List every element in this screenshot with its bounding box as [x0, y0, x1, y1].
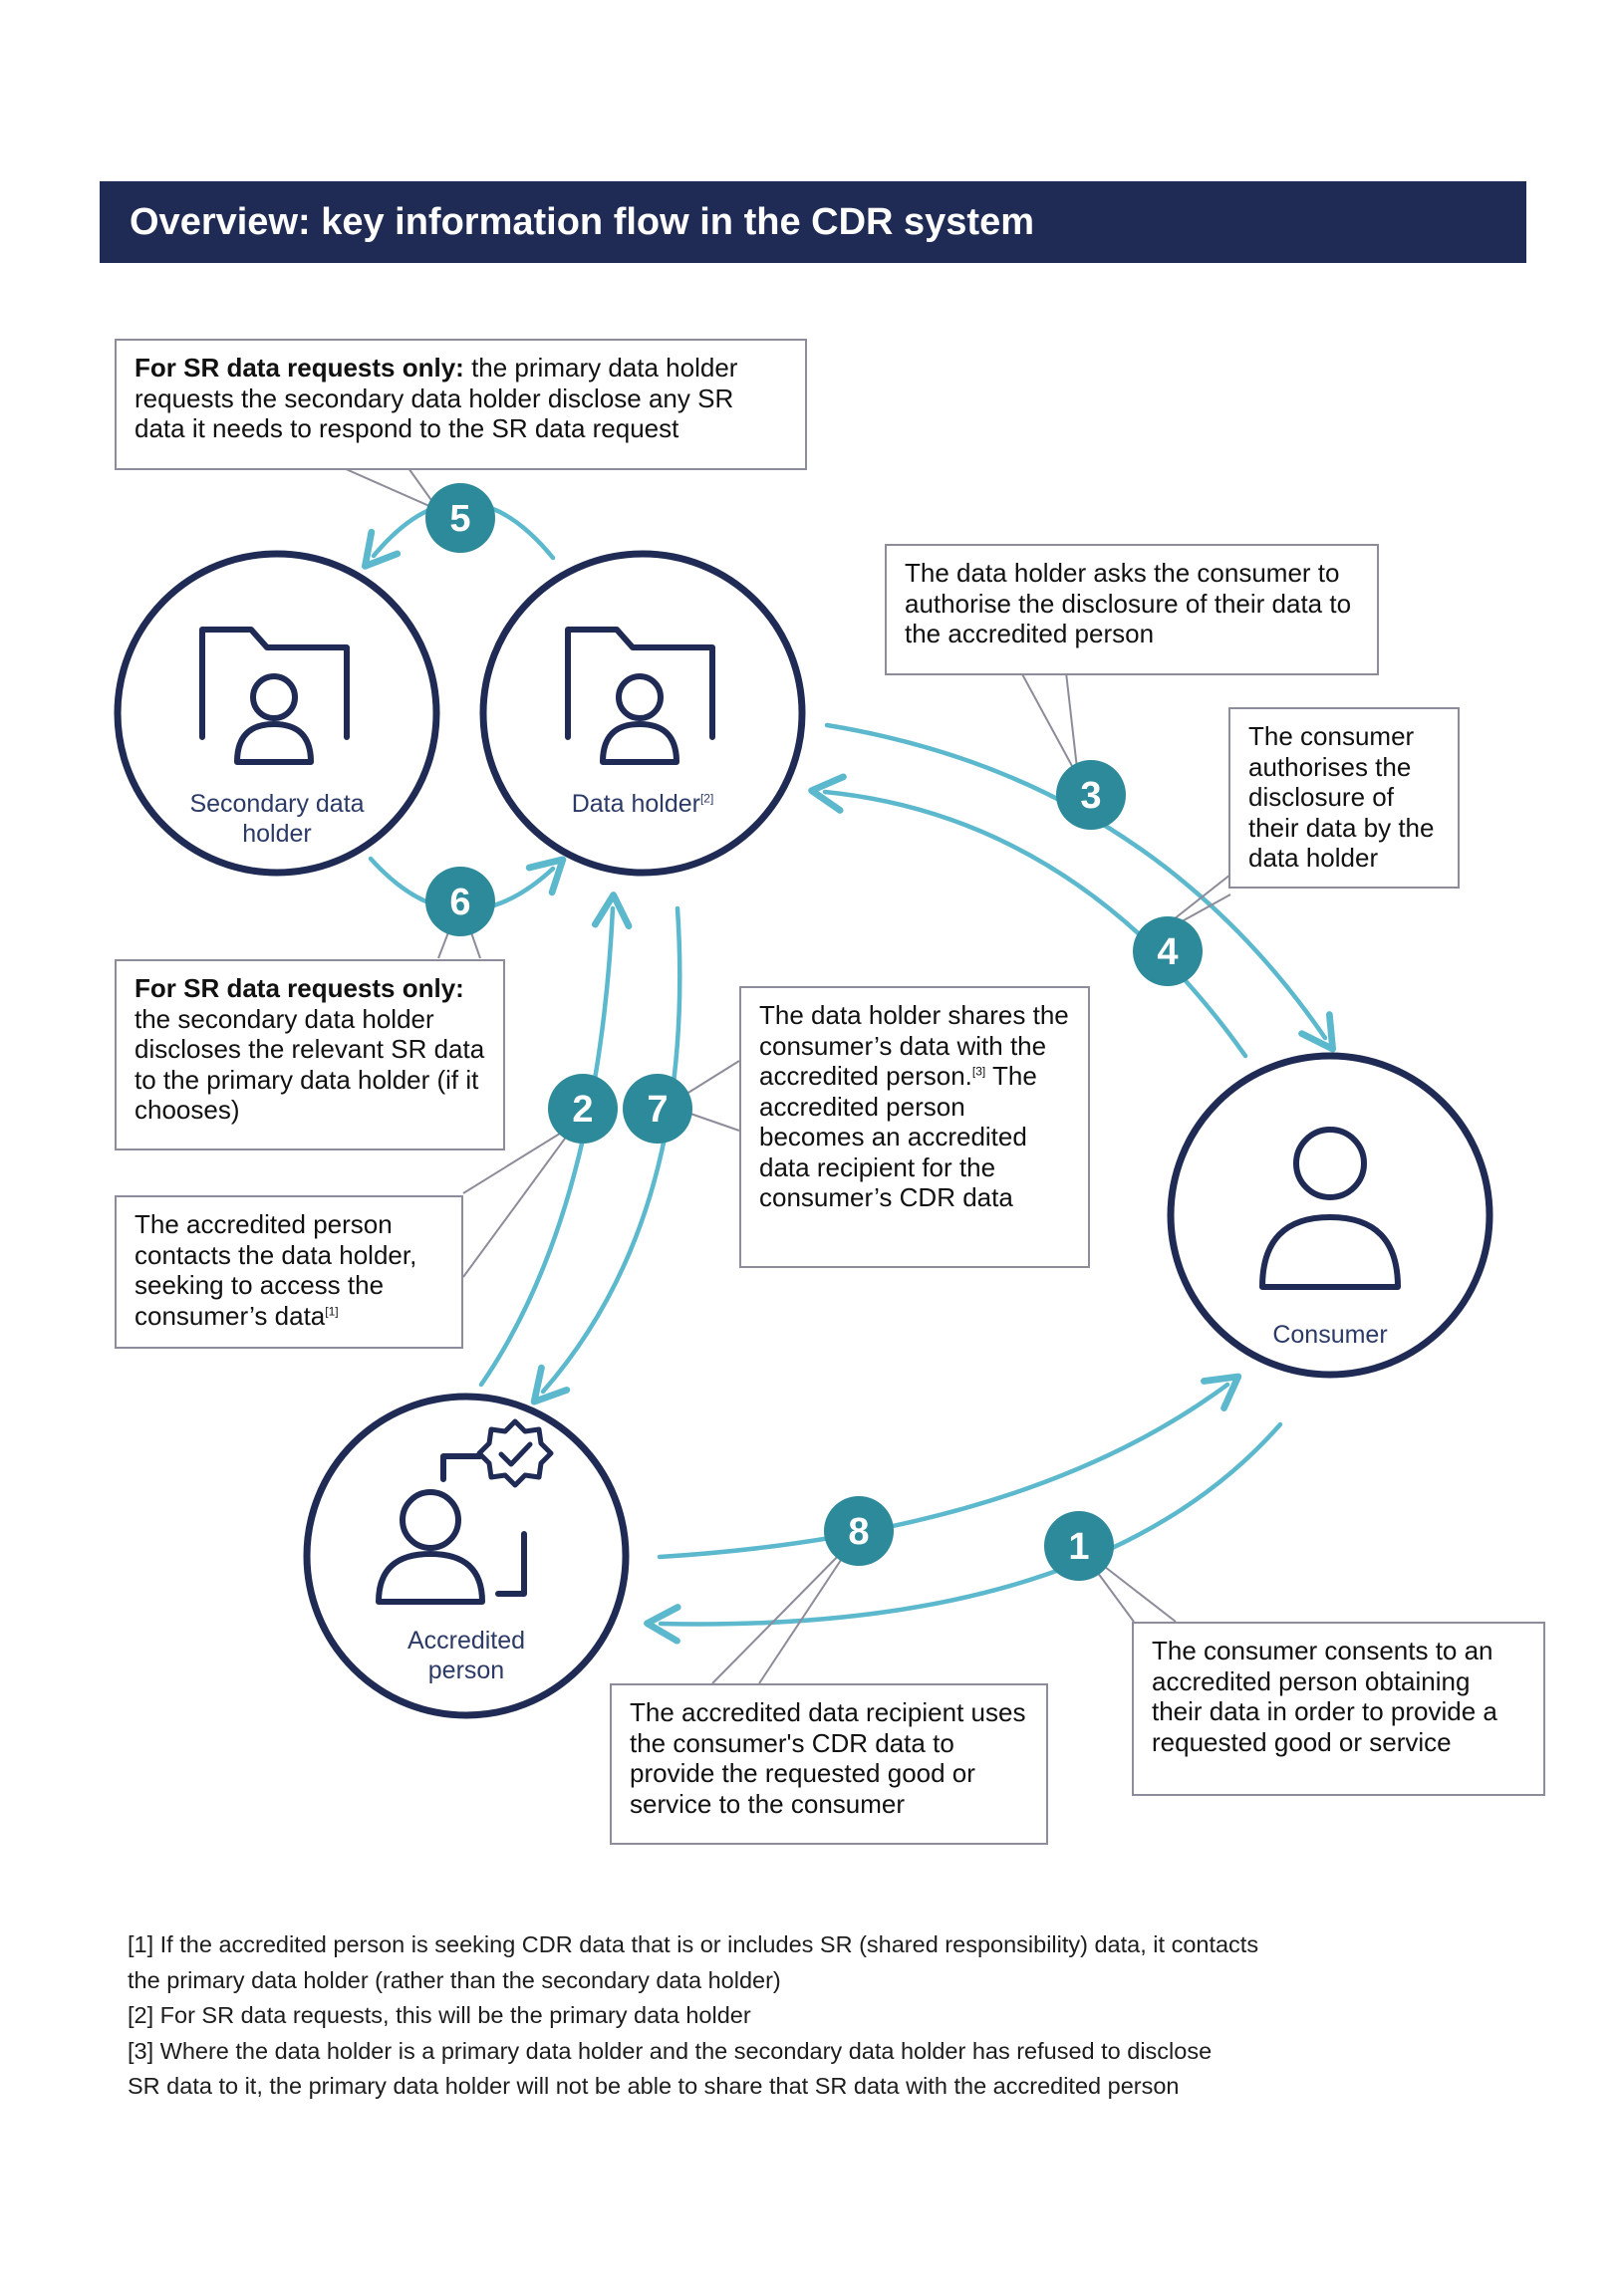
step-number-3: 3 [1080, 775, 1101, 817]
arrow-step-4 [808, 773, 1248, 1059]
arrow-step-3 [824, 722, 1337, 1053]
step-number-8: 8 [848, 1511, 869, 1553]
footnote-line: [3] Where the data holder is a primary d… [128, 2037, 1213, 2064]
callout-step-2: The accredited person contacts the data … [115, 1195, 463, 1349]
footnote-line: [1] If the accredited person is seeking … [128, 1931, 1259, 1957]
data-holder-label: Data holder[2] [571, 790, 714, 818]
step-number-7: 7 [647, 1089, 668, 1131]
callout-step-3: The data holder asks the consumer to aut… [885, 544, 1379, 675]
callout-step-7: The data holder shares the consumer’s da… [739, 986, 1090, 1268]
footnotes: [1] If the accredited person is seeking … [128, 1927, 1423, 2105]
accredited-person-user-icon [376, 1453, 527, 1605]
pointer-step-5 [343, 467, 441, 513]
secondary-holder-label: Secondary data holder [189, 790, 365, 848]
step-number-1: 1 [1068, 1526, 1089, 1568]
pointer-step-8 [711, 1538, 856, 1684]
verified-check-badge-icon [476, 1418, 554, 1488]
secondary-holder-circle [114, 550, 440, 877]
arrow-step-2 [478, 892, 633, 1388]
callout-step-5: For SR data requests only: the primary d… [115, 339, 807, 470]
footnote-line: SR data to it, the primary data holder w… [128, 2073, 1180, 2099]
callout-step-8: The accredited data recipient uses the c… [610, 1683, 1048, 1845]
data-holder-circle [479, 550, 806, 877]
data-holder-folder-user-icon [565, 627, 715, 765]
callout-step-6: For SR data requests only: the secondary… [115, 959, 505, 1150]
step-badge-7 [623, 1074, 692, 1144]
step-badge-2 [548, 1074, 618, 1144]
step-badge-6 [425, 867, 495, 936]
secondary-holder-folder-user-icon [199, 627, 350, 765]
arrow-step-8 [657, 1373, 1242, 1560]
step-number-4: 4 [1157, 931, 1178, 973]
callout-step-1: The consumer consents to an accredited p… [1132, 1622, 1545, 1796]
pointer-step-3 [1020, 671, 1079, 778]
arrow-step-1 [644, 1421, 1283, 1645]
step-badge-3 [1056, 760, 1126, 830]
step-badge-4 [1133, 916, 1203, 986]
step-number-6: 6 [449, 882, 470, 923]
step-number-5: 5 [449, 498, 470, 540]
accredited-person-label: Accredited person [406, 1627, 526, 1684]
footnote-line: the primary data holder (rather than the… [128, 1966, 781, 1993]
title-bar: Overview: key information flow in the CD… [100, 181, 1526, 263]
consumer-label: Consumer [1272, 1321, 1388, 1349]
step-number-2: 2 [572, 1089, 593, 1131]
accredited-person-circle [303, 1393, 630, 1719]
step-badge-5 [425, 483, 495, 553]
step-badge-8 [824, 1496, 894, 1566]
footnote-line: [2] For SR data requests, this will be t… [128, 2002, 751, 2028]
consumer-user-icon [1259, 1127, 1401, 1290]
page-title: Overview: key information flow in the CD… [130, 201, 1034, 243]
callout-step-4: The consumer authorises the disclosure o… [1228, 707, 1460, 889]
arrow-step-7 [530, 905, 682, 1405]
step-badge-1 [1044, 1511, 1114, 1581]
